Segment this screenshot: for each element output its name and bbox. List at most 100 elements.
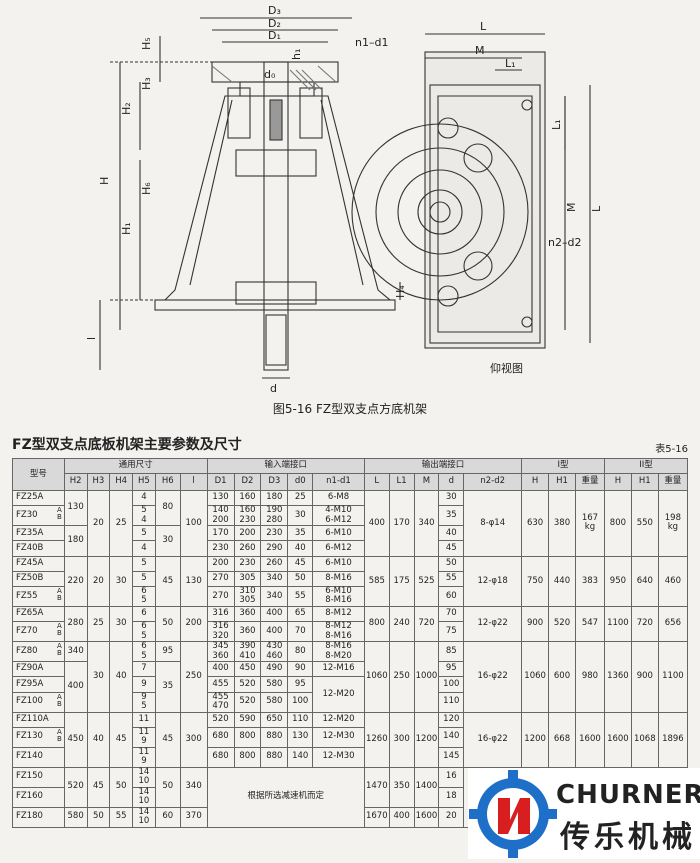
table-cell: 260 xyxy=(260,555,289,572)
table-title: FZ型双支点底板机架主要参数及尺寸 xyxy=(12,437,242,453)
dim-h5: H₅ xyxy=(140,37,153,50)
table-cell: 45 xyxy=(154,555,181,607)
col-t2-H1: H1 xyxy=(630,473,659,491)
table-cell: 35 xyxy=(287,525,314,542)
table-cell: 1360 xyxy=(603,641,632,713)
table-cell: 45 xyxy=(86,766,111,808)
table-cell: 35 xyxy=(438,505,465,527)
table-cell: 1260 xyxy=(363,711,390,768)
table-cell: 370 xyxy=(179,806,208,828)
table-cell: 50 xyxy=(154,766,181,808)
table-cell: 950 xyxy=(603,555,632,607)
col-d0: d0 xyxy=(287,473,314,491)
table-cell: 65 xyxy=(287,605,314,623)
table-cell: 6-M10 xyxy=(312,525,365,542)
table-cell: 800 xyxy=(233,726,262,748)
table-cell: 490 xyxy=(260,661,289,678)
table-cell: FZ90A xyxy=(12,661,65,678)
table-cell: FZ110A xyxy=(12,711,65,728)
table-cell: FZ35A xyxy=(12,525,65,542)
col-type1: I型 xyxy=(521,458,605,474)
table-cell: 340 xyxy=(179,766,208,808)
table-cell: 547 xyxy=(574,605,605,643)
table-cell: 900 xyxy=(630,641,659,713)
table-cell: 30 xyxy=(86,641,111,713)
table-cell: 12-M20 xyxy=(312,676,365,713)
table-cell: 520 xyxy=(233,691,262,713)
table-cell: 170 xyxy=(206,525,235,542)
dim-h: H xyxy=(98,177,111,185)
col-M: M xyxy=(413,473,440,491)
dim-h4: H₄ xyxy=(394,285,407,298)
table-cell: 680 xyxy=(206,726,235,748)
table-cell: FZ65A xyxy=(12,605,65,623)
table-cell: FZ45A xyxy=(12,555,65,572)
table-cell: 140 xyxy=(287,746,314,768)
table-cell: 1000 xyxy=(413,641,440,713)
dim-n2-d2: n2–d2 xyxy=(548,236,581,249)
table-cell: 30 xyxy=(109,555,134,607)
table-cell: 300 xyxy=(179,711,208,768)
table-cell: 1200 xyxy=(521,711,550,768)
table-cell: FZ150 xyxy=(12,766,65,788)
table-cell: 230 xyxy=(206,540,235,557)
col-general: 通用尺寸 xyxy=(63,458,208,474)
dim-d2: D₂ xyxy=(268,17,281,30)
table-cell: 95 xyxy=(287,676,314,693)
table-cell: 1600 xyxy=(574,711,605,768)
table-cell: 50 xyxy=(154,605,181,643)
table-cell: 6-M10 xyxy=(312,555,365,572)
table-cell: 520 xyxy=(63,766,88,808)
table-cell: 656 xyxy=(657,605,689,643)
table-cell: 12-M30 xyxy=(312,726,365,748)
table-cell: 8-M12 xyxy=(312,605,365,623)
table-cell: 80 xyxy=(287,641,314,663)
table-cell: 8-φ14 xyxy=(463,490,523,557)
table-cell: FZ40B xyxy=(12,540,65,557)
figure-caption: 图5-16 FZ型双支点方底机架 xyxy=(272,402,428,416)
table-cell: 590 xyxy=(233,711,262,728)
col-output: 输出端接口 xyxy=(363,458,523,474)
table-cell: 600 xyxy=(548,641,576,713)
table-cell: 460 xyxy=(657,555,689,607)
table-cell: FZ160 xyxy=(12,786,65,808)
table-cell: 30 xyxy=(287,505,314,527)
col-h3: H3 xyxy=(86,473,111,491)
table-cell: 40 xyxy=(287,540,314,557)
dim-d1: D₁ xyxy=(268,29,281,42)
table-cell: 90 xyxy=(287,661,314,678)
table-cell: 12-M20 xyxy=(312,711,365,728)
col-n2-d2: n2-d2 xyxy=(463,473,523,491)
dim-h2: H₂ xyxy=(120,102,133,115)
table-cell: 16 xyxy=(438,766,465,788)
table-cell: 440 xyxy=(548,555,576,607)
table-cell: 12-M30 xyxy=(312,746,365,768)
dim-l: l xyxy=(85,337,98,340)
table-cell: 270 xyxy=(206,570,235,587)
table-cell: 400 xyxy=(260,605,289,623)
table-cell: 550 xyxy=(630,490,659,557)
table-cell: 720 xyxy=(413,605,440,643)
table-cell: 400 xyxy=(63,661,88,713)
table-cell: 20 xyxy=(86,490,111,557)
col-t1-H: H xyxy=(521,473,550,491)
col-n1-d1: n1-d1 xyxy=(312,473,365,491)
table-cell: 95 xyxy=(438,661,465,678)
table-cell: 50 xyxy=(86,806,111,828)
dim-l1: L₁ xyxy=(505,57,516,70)
table-cell: 110 xyxy=(287,711,314,728)
